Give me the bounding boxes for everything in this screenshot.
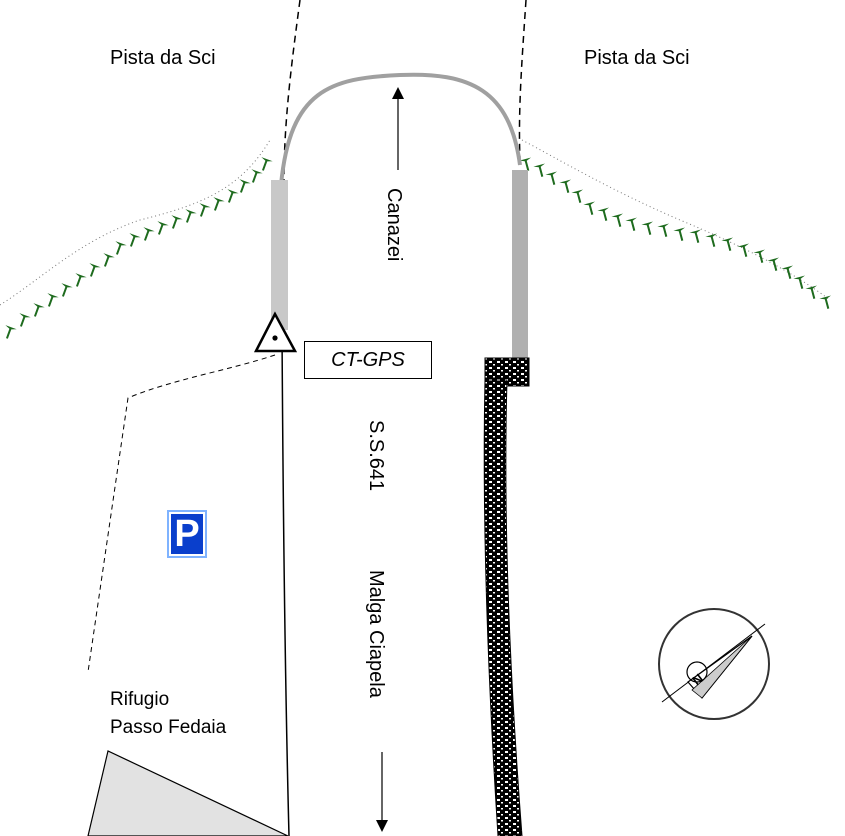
dam-wall	[483, 379, 523, 836]
tree-icon	[213, 197, 225, 211]
ski-piste-line-right	[518, 0, 527, 161]
tree-icon	[545, 171, 558, 185]
tree-icon	[157, 221, 169, 235]
tree-icon	[533, 163, 546, 177]
parking-icon: P	[167, 510, 207, 558]
label-road: S.S.641	[365, 420, 387, 491]
tree-icon	[705, 233, 718, 247]
tree-icon	[673, 227, 686, 241]
road-segment-right	[512, 170, 528, 360]
tree-icon	[89, 263, 101, 277]
label-canazei: Canazei	[383, 188, 405, 261]
tree-icon	[185, 209, 197, 223]
tree-icon	[199, 203, 211, 217]
tree-icon	[143, 227, 155, 241]
tree-icon	[611, 213, 624, 227]
compass-icon: N	[658, 608, 770, 720]
tree-icon	[251, 169, 263, 183]
tree-icon	[75, 273, 87, 287]
road-loop	[279, 72, 522, 186]
tree-icon	[767, 257, 780, 271]
tree-icon	[819, 295, 832, 309]
tree-icon	[721, 237, 734, 251]
tree-icon	[103, 253, 115, 267]
tree-icon	[261, 157, 273, 171]
label-refuge-line2: Passo Fedaia	[110, 717, 227, 738]
tree-icon	[33, 303, 45, 317]
road-main-line	[281, 329, 290, 836]
gps-station-label: CT-GPS	[304, 341, 432, 379]
tree-icon	[597, 207, 610, 221]
label-ski-right: Pista da Sci	[584, 47, 690, 69]
tree-icon	[61, 283, 73, 297]
label-ski-left: Pista da Sci	[110, 47, 216, 69]
tree-icon	[737, 243, 750, 257]
tree-icon	[793, 275, 806, 289]
tree-icon	[781, 265, 794, 279]
tree-icon	[5, 325, 17, 339]
tree-row-left	[5, 157, 273, 339]
tree-icon	[19, 313, 31, 327]
road-segment-left	[271, 180, 288, 330]
tree-boundary-left	[0, 139, 271, 306]
tree-boundary-right	[521, 139, 831, 301]
tree-icon	[753, 249, 766, 263]
tree-icon	[129, 233, 141, 247]
tree-icon	[519, 157, 532, 171]
tree-icon	[625, 217, 638, 231]
refuge-building	[87, 750, 289, 836]
tree-icon	[657, 223, 670, 237]
label-malga-ciapela: Malga Ciapela	[365, 570, 387, 699]
tree-row-right	[519, 157, 832, 309]
tree-icon	[47, 293, 59, 307]
tree-icon	[171, 215, 183, 229]
tree-icon	[583, 201, 596, 215]
tree-icon	[227, 189, 239, 203]
triangle-station-icon	[253, 311, 298, 353]
parking-boundary	[87, 354, 276, 673]
label-refuge-line1: Rifugio	[110, 689, 169, 710]
tree-icon	[559, 179, 572, 193]
tree-icon	[239, 179, 251, 193]
tree-icon	[115, 241, 127, 255]
tree-icon	[689, 229, 702, 243]
tree-icon	[641, 221, 654, 235]
tree-icon	[571, 189, 584, 203]
tree-icon	[805, 285, 818, 299]
